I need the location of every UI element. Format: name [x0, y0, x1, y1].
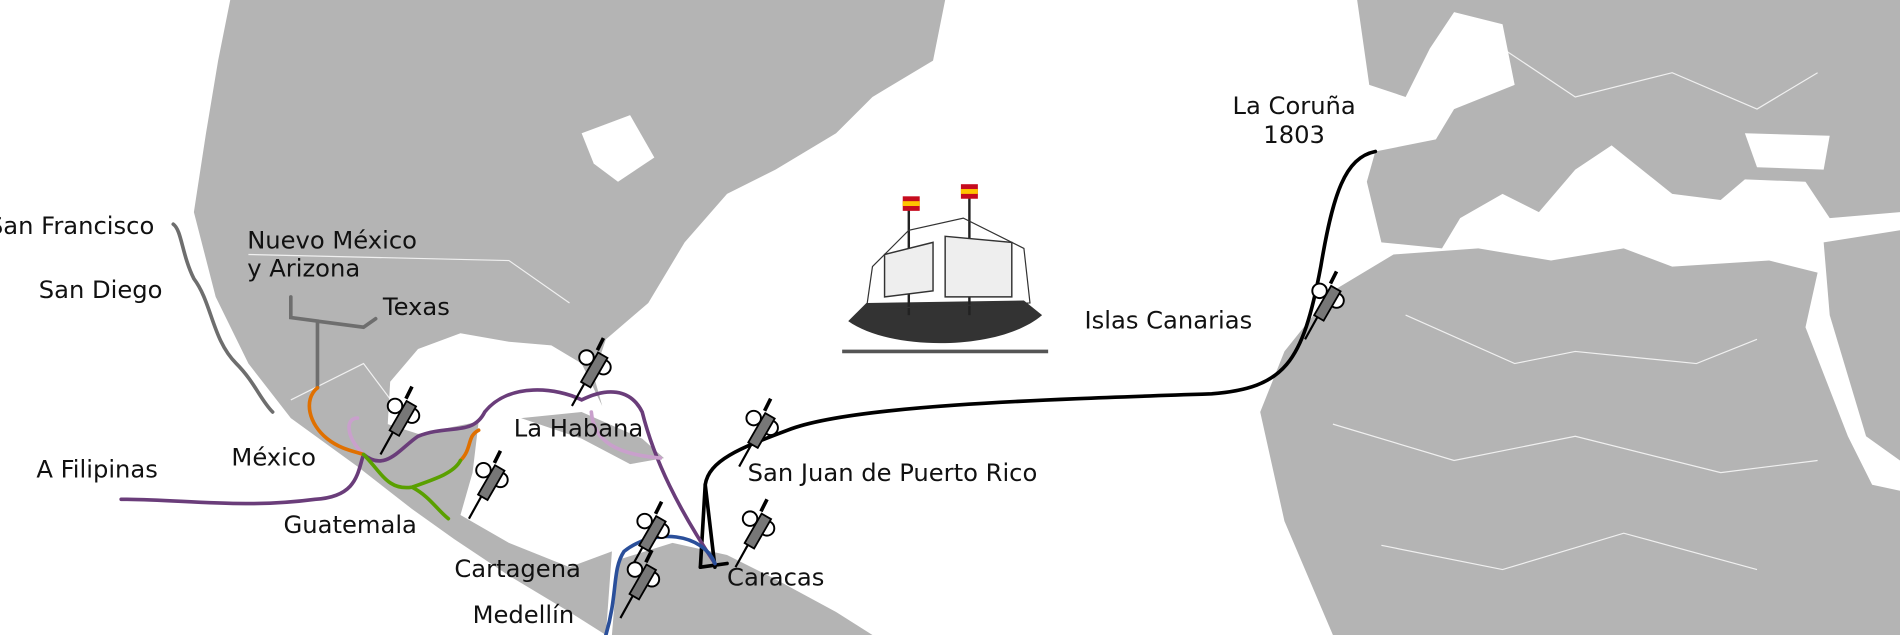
label-puerto-rico: San Juan de Puerto Rico [748, 459, 1038, 487]
routes [119, 149, 1378, 635]
label-guatemala: Guatemala [284, 511, 417, 539]
label-san-diego: San Diego [39, 276, 163, 304]
country-borders [248, 47, 1818, 571]
label-texas: Texas [382, 293, 450, 321]
syringe-icon [737, 396, 780, 469]
route-habana [347, 410, 663, 460]
label-filipinas: A Filipinas [36, 455, 158, 483]
route-south [604, 534, 717, 635]
syringe-icon [467, 448, 510, 521]
label-coruna: La Coruña [1233, 92, 1356, 120]
label-arizona: y Arizona [247, 254, 360, 282]
map-labels: La Coruña 1803 Islas Canarias San Franci… [0, 92, 1356, 629]
inland-water [581, 115, 1830, 182]
syringe-icon [733, 497, 777, 569]
route-philippines [119, 452, 366, 506]
label-san-francisco: San Francisco [0, 212, 154, 240]
label-la-habana: La Habana [514, 414, 643, 442]
route-california [171, 222, 275, 414]
route-nuevo-mexico [288, 295, 378, 390]
label-mexico: México [231, 443, 316, 471]
north-america [193, 0, 946, 635]
label-canarias: Islas Canarias [1085, 306, 1253, 334]
label-nuevo-mexico: Nuevo México [247, 226, 417, 254]
south-america [611, 542, 873, 635]
route-atlantic [698, 149, 1378, 569]
europe [1357, 0, 1900, 249]
ship-icon [842, 184, 1049, 354]
africa [1260, 248, 1900, 635]
label-coruna-year: 1803 [1263, 121, 1325, 149]
label-medellin: Medellín [473, 601, 575, 629]
spanish-flag-icon [902, 184, 978, 211]
label-caracas: Caracas [727, 563, 824, 591]
label-cartagena: Cartagena [454, 555, 581, 583]
route-guatemala [361, 452, 463, 521]
route-venezuela [698, 482, 729, 569]
route-mexico [307, 385, 481, 463]
middle-east [1823, 230, 1900, 461]
